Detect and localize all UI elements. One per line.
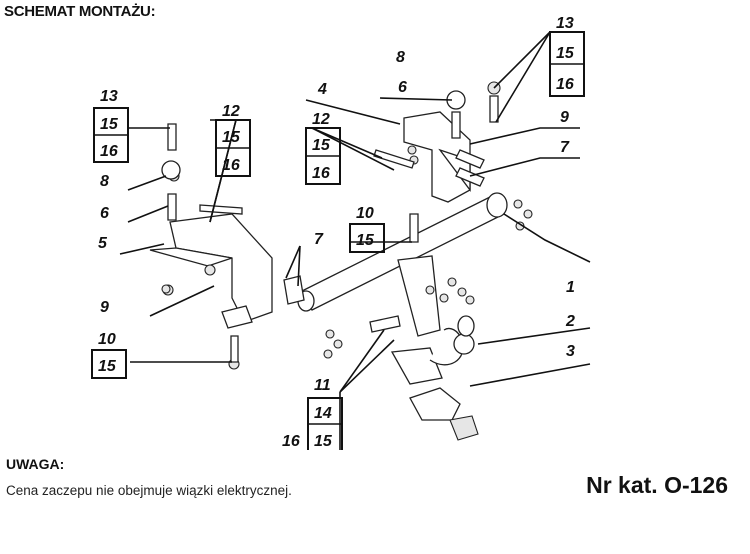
callout-10-bolt: 10: [356, 205, 374, 222]
note-heading: UWAGA:: [6, 456, 65, 472]
callout-4: 4: [317, 81, 327, 98]
note-text: Cena zaczepu nie obejmuje wiązki elektry…: [6, 483, 292, 498]
catalog-number: Nr kat. O-126: [586, 472, 728, 498]
callout-3: 3: [566, 343, 575, 360]
callout-13-right: 13: [556, 15, 574, 32]
callout-11: 11: [314, 377, 331, 394]
callout-16-leftmid: 16: [222, 157, 240, 174]
callout-15-bolt: 15: [356, 232, 375, 249]
callout-6-left: 6: [100, 205, 109, 222]
callout-boxes: [91, 31, 585, 450]
callout-labels: 13 15 16 12 15 16 12 15 16 13 15 16 10 1…: [98, 15, 575, 450]
assembly-diagram: 13 15 16 12 15 16 12 15 16 13 15 16 10 1…: [91, 15, 591, 450]
callout-6-right: 6: [398, 79, 407, 96]
callout-9-left: 9: [100, 299, 109, 316]
callout-16-bottom: 16: [282, 433, 300, 450]
callout-7-right: 7: [560, 139, 570, 156]
callout-12-leftmid: 12: [222, 103, 240, 120]
callout-8-right: 8: [396, 49, 405, 66]
callout-5: 5: [98, 235, 108, 252]
callout-12-center: 12: [312, 111, 330, 128]
fasteners: [161, 81, 533, 370]
callout-16-left: 16: [100, 143, 118, 160]
callout-8-left: 8: [100, 173, 109, 190]
callout-16-right: 16: [556, 76, 574, 93]
callout-15-bottom: 15: [314, 433, 333, 450]
callout-10-bottomleft: 10: [98, 331, 116, 348]
callout-2: 2: [565, 313, 575, 330]
callout-15-leftmid: 15: [222, 129, 241, 146]
callout-15-bottomleft: 15: [98, 358, 117, 375]
callout-15-right: 15: [556, 45, 575, 62]
leader-lines: [119, 31, 591, 450]
callout-16-center: 16: [312, 165, 330, 182]
callout-9-right: 9: [560, 109, 569, 126]
callout-7-left: 7: [314, 231, 324, 248]
callout-1: 1: [566, 279, 575, 296]
callout-15-left: 15: [100, 116, 119, 133]
crossbar: [297, 192, 508, 312]
towball-assembly: [390, 255, 479, 441]
callout-14: 14: [314, 405, 332, 422]
left-bracket: [149, 213, 273, 329]
callout-15-center: 15: [312, 137, 331, 154]
page-title: SCHEMAT MONTAŻU:: [4, 3, 156, 20]
callout-13-left: 13: [100, 88, 118, 105]
